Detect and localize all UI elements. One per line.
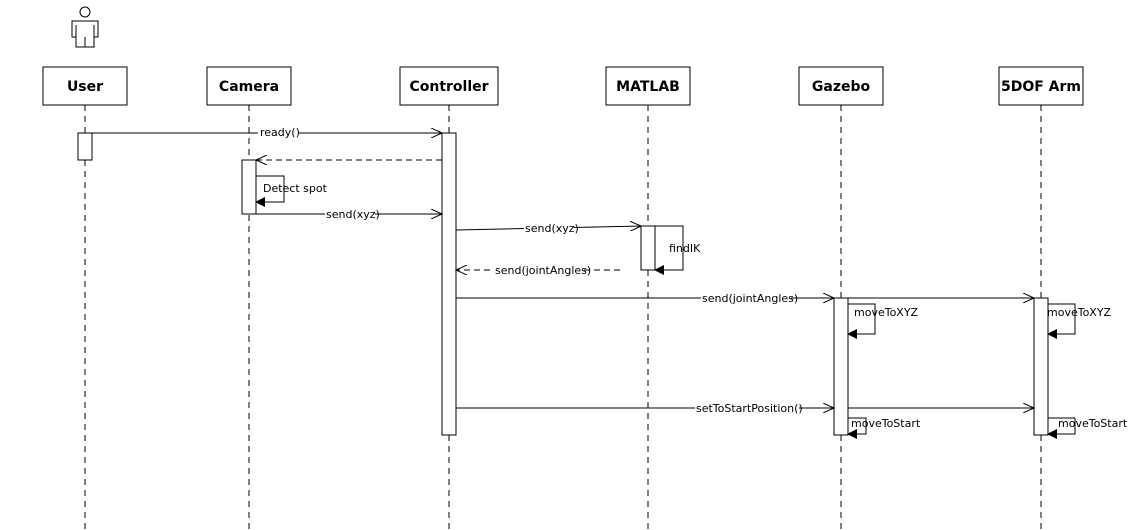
message-detect-spot: Detect spot: [255, 175, 328, 207]
participant-gazebo-label: Gazebo: [812, 79, 871, 95]
message-detect-spot-label: Detect spot: [263, 182, 328, 195]
message-send-joint-angles-return-label: send(jointAngles): [495, 264, 591, 277]
message-send-joint-angles-return: send(jointAngles): [456, 263, 620, 277]
activation-camera: [241, 159, 257, 215]
message-send-joint-angles-label: send(jointAngles): [702, 292, 798, 305]
message-send-joint-angles: send(jointAngles): [456, 291, 1034, 305]
message-move-to-start-arm: moveToStart: [1047, 417, 1128, 439]
user-actor-icon: [71, 6, 99, 48]
participant-controller-label: Controller: [409, 79, 488, 95]
message-ready: ready(): [92, 126, 442, 139]
participant-gazebo: Gazebo: [798, 66, 884, 106]
message-ready-label: ready(): [260, 126, 300, 139]
activation-gazebo: [833, 297, 849, 436]
message-move-to-start-gazebo-label: moveToStart: [851, 417, 921, 430]
participant-arm: 5DOF Arm: [998, 66, 1084, 106]
participant-camera-label: Camera: [219, 79, 279, 95]
participant-user: User: [42, 66, 128, 106]
activation-arm: [1033, 297, 1049, 436]
message-move-to-start-arm-label: moveToStart: [1058, 417, 1128, 430]
message-send-xyz-controller: send(xyz): [455, 221, 641, 235]
message-move-to-xyz-arm-label: moveToXYZ: [1047, 306, 1112, 319]
message-move-to-xyz-gazebo-label: moveToXYZ: [854, 306, 919, 319]
participant-controller: Controller: [399, 66, 499, 106]
message-set-to-start: setToStartPosition(): [456, 401, 1034, 415]
message-send-xyz-controller-label: send(xyz): [525, 222, 579, 235]
participant-user-label: User: [67, 79, 103, 95]
message-move-to-xyz-arm: moveToXYZ: [1047, 303, 1112, 339]
activation-matlab: [640, 225, 656, 271]
message-set-to-start-label: setToStartPosition(): [696, 402, 803, 415]
activation-controller: [441, 132, 457, 436]
participant-arm-label: 5DOF Arm: [1001, 79, 1081, 95]
participant-camera: Camera: [206, 66, 292, 106]
message-move-to-xyz-gazebo: moveToXYZ: [847, 303, 919, 339]
message-find-ik-label: findIK: [669, 242, 701, 255]
participant-matlab: MATLAB: [605, 66, 691, 106]
message-move-to-start-gazebo: moveToStart: [847, 417, 921, 439]
activation-user: [77, 132, 93, 161]
message-send-xyz-camera-label: send(xyz): [326, 208, 380, 221]
message-find-ik: findIK: [654, 225, 701, 275]
message-send-xyz-camera: send(xyz): [256, 207, 442, 221]
participant-matlab-label: MATLAB: [616, 79, 680, 95]
